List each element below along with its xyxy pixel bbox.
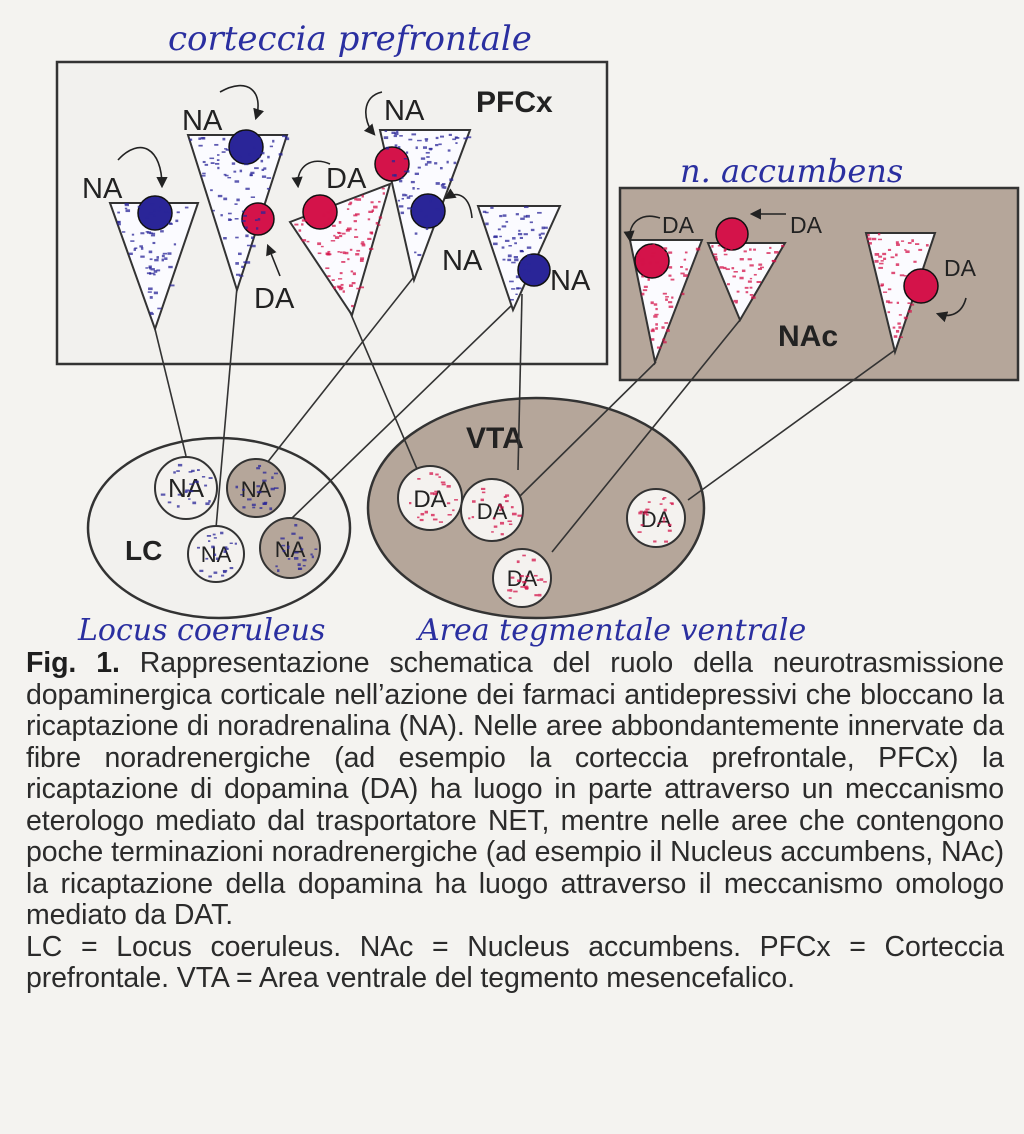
- na-label: NA: [442, 245, 483, 277]
- vta-region: [366, 396, 706, 620]
- lc-neuron: NA: [259, 517, 321, 579]
- na-vesicle: [517, 253, 551, 287]
- da-label: DA: [326, 163, 367, 195]
- na-vesicle: [228, 129, 264, 165]
- terminal-pfc-5: NA NA: [442, 205, 591, 313]
- vta-neuron: DA: [492, 548, 552, 608]
- nac-box: [618, 186, 1020, 382]
- vta-neuron: DA: [626, 488, 686, 548]
- na-label: NA: [384, 95, 425, 127]
- reuptake-arrow: [117, 147, 168, 189]
- na-vesicle: [137, 195, 173, 231]
- na-vesicle: [410, 193, 446, 229]
- reuptake-arrow: [363, 91, 383, 136]
- vta-neuron: DA: [397, 465, 463, 531]
- reuptake-arrow: [935, 297, 967, 323]
- da-vesicle: [715, 217, 749, 251]
- reuptake-arrow: [266, 243, 281, 277]
- lc-neurons: NA NA NA NA: [154, 456, 321, 583]
- vta-label: VTA: [466, 422, 524, 455]
- reuptake-arrow: [219, 84, 264, 121]
- pfcx-label: PFCx: [476, 86, 553, 119]
- da-label: DA: [662, 212, 695, 238]
- vta-handwritten-note: Area tegmentale ventrale: [415, 613, 806, 648]
- vesicle-stippling: [117, 130, 929, 599]
- da-label: DA: [254, 283, 295, 315]
- nac-label: NAc: [778, 320, 838, 353]
- figure-caption: Fig. 1. Rappresentazione schematica del …: [26, 647, 1004, 995]
- terminal-pfc-4: NA: [363, 91, 473, 284]
- da-vesicle: [903, 268, 939, 304]
- da-vesicle: [374, 146, 410, 182]
- reuptake-arrow: [444, 188, 473, 219]
- nac-handwritten-note: n. accumbens: [680, 152, 903, 190]
- lc-neuron: NA: [226, 458, 286, 518]
- na-label: NA: [168, 473, 205, 503]
- da-label: DA: [413, 486, 446, 513]
- reuptake-arrow: [291, 160, 331, 189]
- na-label: NA: [241, 477, 272, 502]
- projection-fibers: [153, 277, 896, 553]
- na-label: NA: [82, 173, 123, 205]
- reuptake-arrow: [623, 215, 661, 243]
- da-vesicle: [302, 194, 338, 230]
- caption-label: Fig. 1.: [26, 647, 120, 679]
- terminal-nac-1: DA: [623, 212, 704, 366]
- lc-neuron: NA: [154, 456, 218, 520]
- da-vesicle: [634, 243, 670, 279]
- terminal-nac-3: DA: [864, 232, 977, 356]
- da-label: DA: [477, 499, 508, 524]
- da-label: DA: [944, 255, 977, 281]
- na-label: NA: [182, 105, 223, 137]
- na-label: NA: [275, 537, 306, 562]
- terminal-nac-2: DA: [706, 208, 823, 323]
- da-label: DA: [790, 212, 823, 238]
- caption-text: Rappresentazione schematica del ruolo de…: [26, 647, 1004, 931]
- terminal-pfc-3: DA: [288, 160, 392, 318]
- schematic-figure: corteccia prefrontale n. accumbens Locus…: [55, 19, 1020, 648]
- caption-abbreviations: LC = Locus coeruleus. NAc = Nucleus accu…: [26, 930, 1004, 994]
- pfc-handwritten-note: corteccia prefrontale: [168, 19, 532, 59]
- lc-label: LC: [125, 535, 162, 566]
- lc-handwritten-note: Locus coeruleus: [77, 613, 325, 648]
- na-label: NA: [550, 265, 591, 297]
- caption-main: Fig. 1. Rappresentazione schematica del …: [26, 647, 1004, 932]
